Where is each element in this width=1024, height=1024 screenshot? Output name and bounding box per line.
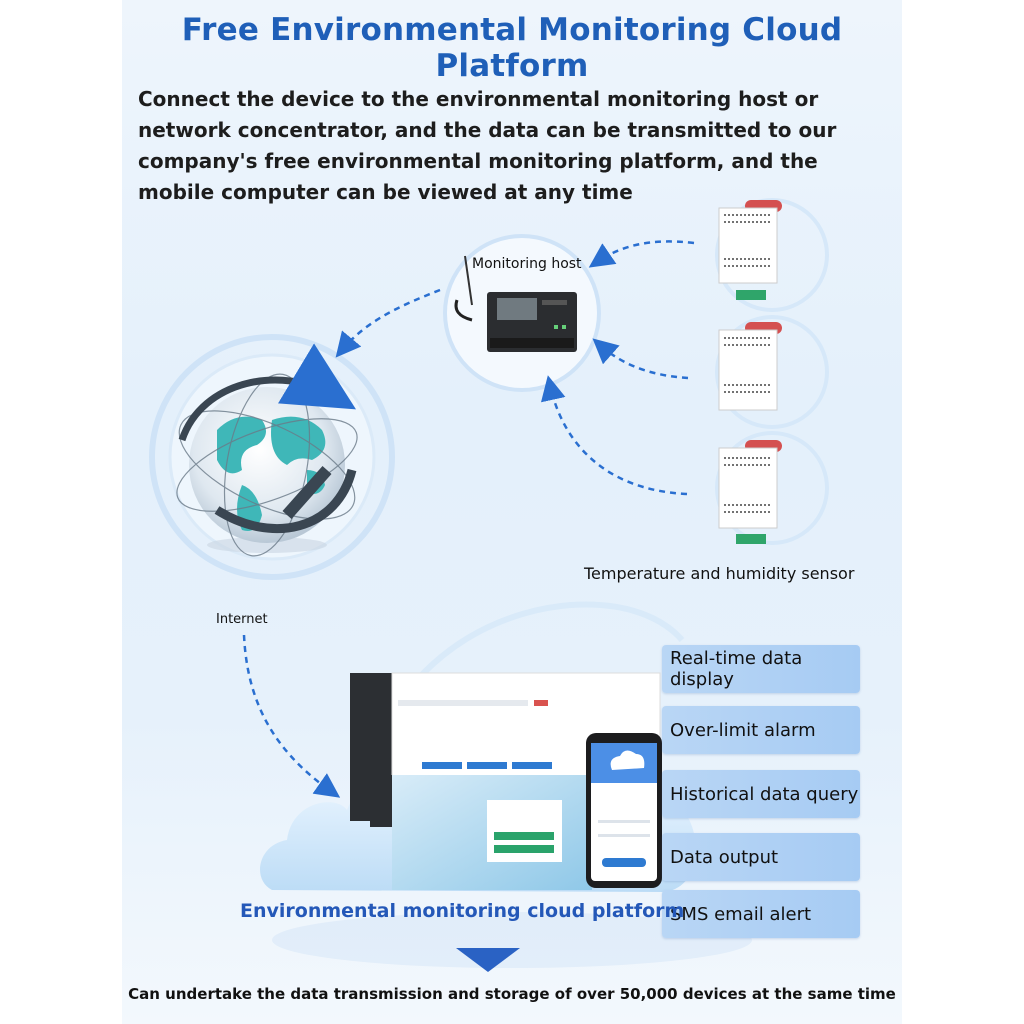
sensor-1 (718, 200, 782, 300)
feature-historical-query: Historical data query (662, 770, 860, 818)
internet-label: Internet (216, 612, 268, 627)
feature-overlimit-alarm: Over-limit alarm (662, 706, 860, 754)
sensor-label: Temperature and humidity sensor (584, 564, 855, 583)
page-title: Free Environmental Monitoring Cloud Plat… (181, 12, 843, 84)
feature-sms-email-alert: SMS email alert (662, 890, 860, 938)
diagram-artwork (149, 198, 829, 972)
description-text: Connect the device to the environmental … (138, 87, 837, 204)
sensor-2 (718, 322, 782, 411)
monitoring-host-label: Monitoring host (472, 256, 582, 272)
down-arrow-icon (456, 948, 520, 972)
data-flow-arrows (242, 240, 695, 798)
sensor-3 (718, 440, 782, 544)
feature-realtime-display: Real-time data display (662, 645, 860, 693)
phone-mockup (586, 733, 662, 888)
cloud-platform-label: Environmental monitoring cloud platform (240, 900, 685, 922)
feature-data-output: Data output (662, 833, 860, 881)
footer-text: Can undertake the data transmission and … (128, 985, 896, 1003)
monitoring-host-device (454, 255, 577, 352)
globe-icon (176, 343, 358, 557)
infographic-panel: Free Environmental Monitoring Cloud Plat… (122, 0, 902, 1024)
antenna-icon (464, 255, 473, 306)
